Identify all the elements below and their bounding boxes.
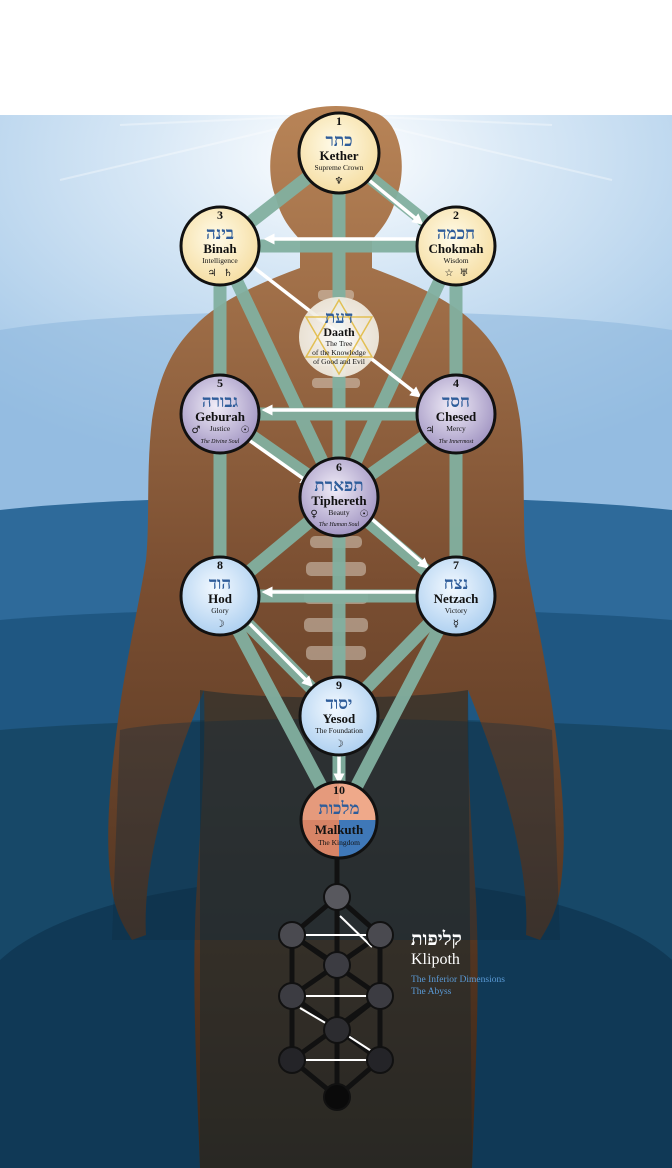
mars-icon: ♂ [192, 425, 201, 436]
sephira-subtitle: Intelligence [202, 256, 238, 265]
klipoth-subtitle-2: The Abyss [411, 987, 452, 997]
sephira-daath[interactable]: דעת Daath The Tree of the Knowledge of G… [299, 297, 379, 377]
sephira-hebrew: בינה [206, 224, 234, 244]
jupiter-icon: ♃ [208, 268, 217, 279]
sephira-soul: The Innermost [439, 439, 474, 445]
sephira-kether[interactable]: 1 כתר Kether Supreme Crown ♆ [297, 111, 381, 195]
sephira-netzach[interactable]: 7 נצח Netzach Victory ☿ [415, 555, 497, 637]
klipoth-tree [278, 858, 394, 1111]
sephira-number: 5 [217, 376, 223, 390]
sephira-name: Chokmah [429, 241, 485, 256]
sephira-hebrew: חסד [442, 392, 470, 412]
sephira-subtitle: of the Knowledge [312, 348, 366, 357]
sephira-hebrew: דעת [325, 308, 353, 328]
sephira-hebrew: תפארת [314, 476, 363, 496]
sephira-subtitle: Justice [210, 424, 231, 433]
sephira-subtitle: The Kingdom [318, 838, 360, 847]
sephira-subtitle: Wisdom [443, 256, 468, 265]
klipoth-title: Klipoth [411, 951, 460, 968]
sephira-hebrew: מלכות [318, 799, 359, 819]
sephira-soul: The Human Soul [319, 522, 360, 528]
sephira-number: 9 [336, 678, 342, 692]
sephira-number: 6 [336, 460, 342, 474]
moon-icon: ☽ [335, 739, 344, 750]
sephira-name: Binah [203, 241, 237, 256]
sun-icon: ☉ [360, 509, 369, 520]
sephira-subtitle: The Tree [326, 339, 354, 348]
klipoth-label: קליפות Klipoth The Inferior Dimensions T… [411, 928, 505, 997]
sephira-binah[interactable]: 3 בינה Binah Intelligence ♃ ♄ [179, 205, 261, 287]
sephira-name: Tiphereth [311, 493, 367, 508]
sephira-hod[interactable]: 8 הוד Hod Glory ☽ [179, 555, 261, 637]
klipoth-subtitle-1: The Inferior Dimensions [411, 974, 505, 985]
sephira-hebrew: גבורה [202, 392, 239, 412]
sephira-number: 7 [453, 558, 459, 572]
klipoth-nodes [278, 883, 394, 1111]
saturn-icon: ♄ [224, 268, 233, 279]
sephira-yesod[interactable]: 9 יסוד Yesod The Foundation ☽ [298, 675, 380, 757]
mercury-icon: ☿ [453, 619, 459, 630]
sephira-soul: The Divine Soul [201, 439, 240, 445]
sephira-hebrew: חכמה [437, 224, 475, 244]
sun-icon: ☉ [241, 425, 250, 436]
sephira-name: Malkuth [315, 822, 364, 837]
sephira-subtitle: The Foundation [315, 726, 363, 735]
sephira-hebrew: הוד [209, 574, 231, 594]
sephira-subtitle: Victory [445, 606, 468, 615]
sephira-geburah[interactable]: 5 גבורה Geburah Justice ♂ ☉ The Divine S… [179, 373, 261, 455]
lightning-arrows [244, 174, 430, 785]
sephira-number: 8 [217, 558, 223, 572]
sephira-subtitle: Glory [211, 606, 229, 615]
sephira-number: 4 [453, 376, 459, 390]
jupiter-icon: ♃ [426, 425, 435, 436]
sephira-hebrew: נצח [444, 574, 469, 594]
neptune-icon: ♆ [335, 176, 344, 187]
sephira-name: Yesod [323, 711, 356, 726]
sephira-subtitle: Supreme Crown [315, 163, 364, 172]
sephira-tiphereth[interactable]: 6 תפארת Tiphereth Beauty ♀ ☉ The Human S… [298, 456, 380, 538]
sephira-subtitle: of Good and Evil [313, 357, 365, 366]
sephira-name: Netzach [434, 591, 480, 606]
klipoth-hebrew: קליפות [411, 928, 462, 950]
sephira-malkuth[interactable]: 10 מלכות Malkuth The Kingdom [299, 780, 379, 860]
sephira-subtitle: Mercy [446, 424, 466, 433]
sephira-chesed[interactable]: 4 חסד Chesed Mercy ♃ The Innermost [415, 373, 497, 455]
sephira-number: 1 [336, 114, 342, 128]
sephira-hebrew: כתר [325, 131, 352, 151]
sephira-hebrew: יסוד [326, 694, 353, 714]
sephira-name: Kether [320, 148, 359, 163]
sephira-name: Chesed [436, 409, 477, 424]
sephira-number: 3 [217, 208, 223, 222]
sephira-subtitle: Beauty [328, 508, 349, 517]
uranus-icon: ♅ [460, 268, 469, 279]
sephira-number: 2 [453, 208, 459, 222]
venus-icon: ♀ [310, 509, 317, 520]
sephira-name: Daath [323, 325, 355, 339]
sephira-name: Geburah [195, 409, 246, 424]
sephira-number: 10 [333, 783, 345, 797]
hexagram-icon [304, 298, 374, 376]
sephira-chokmah[interactable]: 2 חכמה Chokmah Wisdom ☆ ♅ [415, 205, 497, 287]
star-icon: ☆ [445, 268, 454, 279]
moon-icon: ☽ [216, 619, 225, 630]
sephira-name: Hod [208, 591, 233, 606]
